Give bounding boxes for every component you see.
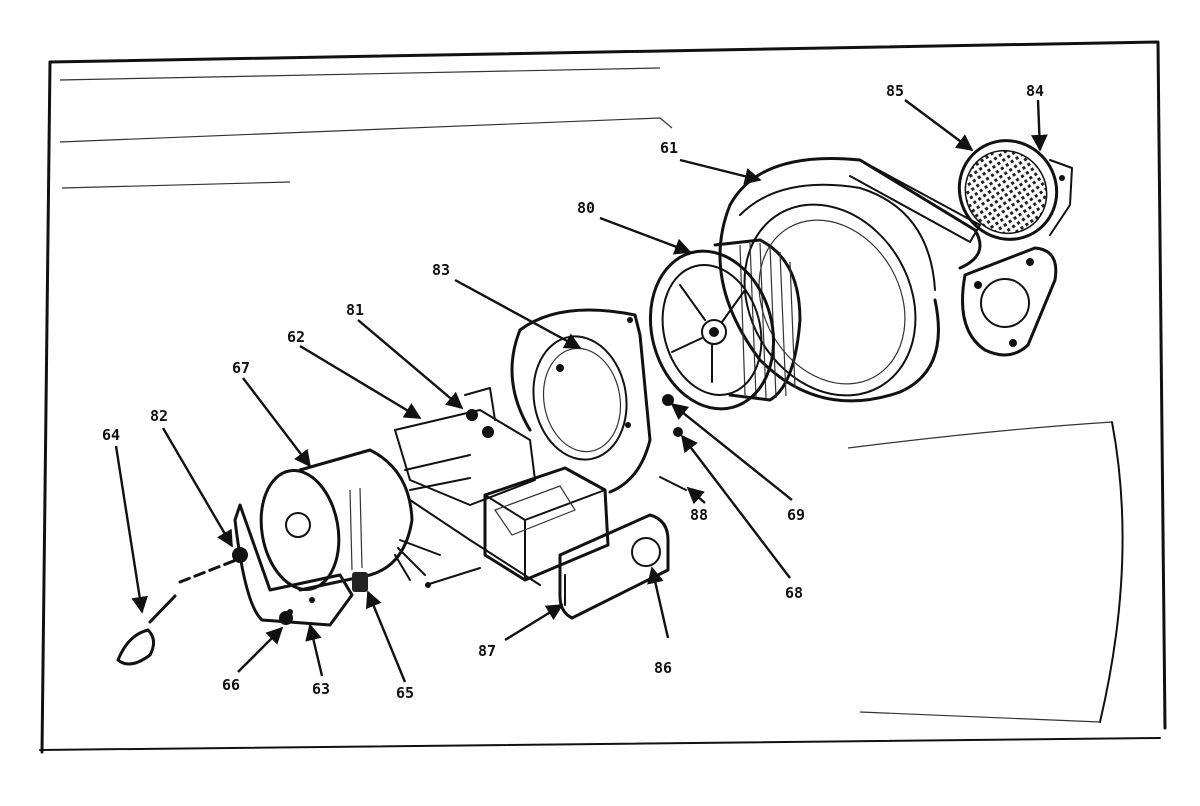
callout-87: 87 [478, 642, 496, 660]
callout-81: 81 [346, 301, 364, 319]
outlet-flange [1049, 159, 1073, 236]
callout-69: 69 [787, 506, 805, 524]
callout-80: 80 [577, 199, 595, 217]
terminal-lug [116, 558, 238, 666]
callout-68: 68 [785, 584, 803, 602]
inlet-mounting-plate [961, 246, 1058, 357]
leader-lines [114, 99, 1048, 683]
callout-63: 63 [312, 680, 330, 698]
page-frame [39, 40, 1167, 754]
callout-65: 65 [396, 684, 414, 702]
capacitor-box [483, 466, 610, 582]
callout-83: 83 [432, 261, 450, 279]
screw-loose [425, 567, 481, 588]
callout-86: 86 [654, 659, 672, 677]
nut-82 [232, 547, 248, 563]
callout-62: 62 [287, 328, 305, 346]
clip-68 [673, 427, 683, 437]
callout-88: 88 [690, 506, 708, 524]
blower-wheel [648, 238, 802, 411]
callout-67: 67 [232, 359, 250, 377]
callout-82: 82 [150, 407, 168, 425]
callout-84: 84 [1026, 82, 1044, 100]
callout-61: 61 [660, 139, 678, 157]
outlet-grille [957, 139, 1059, 241]
motor [259, 448, 541, 592]
callout-85: 85 [886, 82, 904, 100]
washer-66 [279, 611, 293, 625]
bolt-65 [352, 572, 368, 592]
motor-bracket [394, 387, 536, 506]
callout-66: 66 [222, 676, 240, 694]
screw-88 [659, 476, 687, 491]
blower-housing [718, 156, 982, 403]
cover-plate [558, 513, 670, 620]
callout-64: 64 [102, 426, 120, 444]
